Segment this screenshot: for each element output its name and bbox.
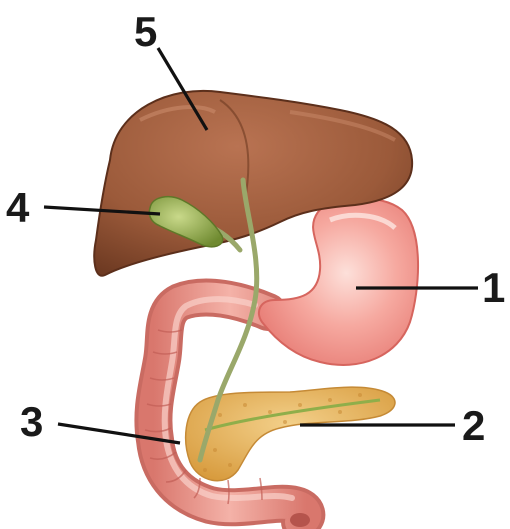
label-gallbladder: 4 (6, 184, 30, 231)
label-duodenum: 3 (20, 398, 43, 445)
label-pancreas: 2 (462, 402, 485, 449)
label-stomach: 1 (482, 264, 505, 311)
label-liver: 5 (134, 8, 157, 55)
stomach (259, 198, 418, 365)
